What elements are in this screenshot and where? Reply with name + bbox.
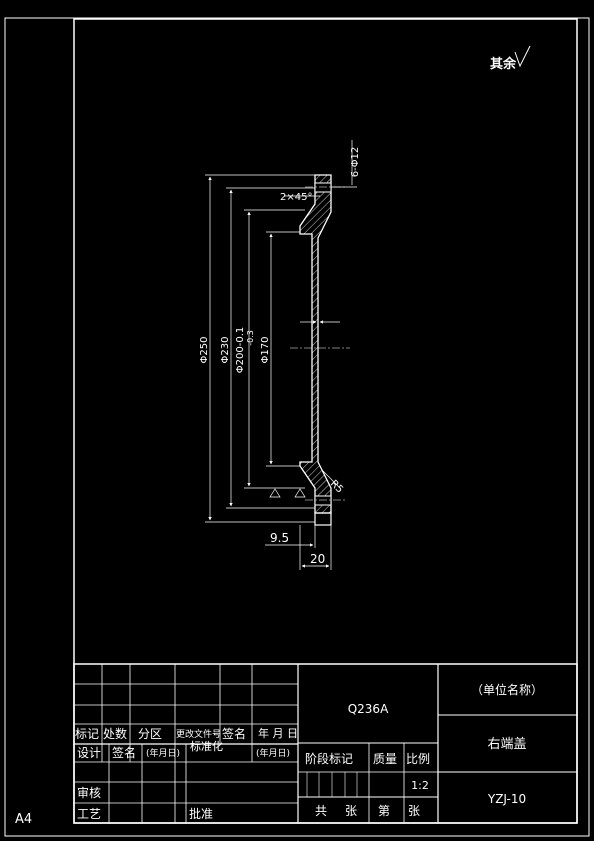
label-biaozhunhua: 标准化	[190, 739, 223, 753]
bolt-hole-bottom	[314, 495, 332, 506]
dim-d230: Φ230	[220, 337, 231, 364]
dim-d170: Φ170	[260, 337, 271, 364]
label-nianyueri2: (年月日)	[146, 747, 180, 759]
inner-border	[73, 18, 578, 824]
dim-chamfer: 2×45°	[280, 192, 312, 203]
part-view	[205, 140, 357, 570]
dim-w95: 9.5	[270, 531, 289, 545]
label-zhang2: 张	[408, 804, 420, 818]
label-jieduan: 阶段标记	[305, 751, 353, 766]
section-hatch	[299, 174, 332, 514]
label-sheji: 设计	[77, 746, 101, 760]
label-gongyi: 工艺	[77, 807, 101, 821]
material-text: Q236A	[348, 702, 389, 716]
roughness-symbol-icon	[514, 45, 531, 68]
outer-border	[4, 17, 590, 837]
label-fenqu: 分区	[138, 727, 162, 741]
label-zhang: 张	[345, 804, 357, 818]
bolt-hole-top	[314, 182, 332, 193]
label-qianming2: 签名	[112, 745, 136, 760]
flange-bottom	[314, 512, 332, 526]
label-pizhun: 批准	[189, 806, 213, 821]
part-name-text: 右端盖	[487, 737, 526, 752]
label-gong: 共	[315, 804, 327, 818]
label-bili: 比例	[406, 752, 430, 766]
label-nianyueri3: (年月日)	[256, 747, 290, 759]
label-gengai: 更改文件号	[176, 728, 221, 740]
company-text: （单位名称）	[471, 682, 543, 697]
label-shenhe: 审核	[77, 785, 101, 800]
drawing-number-text: YZJ-10	[487, 792, 526, 806]
roughness-mark-icon	[294, 488, 306, 498]
dim-bolt-holes: 6-Φ12	[350, 147, 361, 178]
label-nianyueri: 年 月 日	[258, 726, 298, 740]
label-chushu: 处数	[103, 726, 127, 741]
scale-value-text: 1:2	[411, 779, 429, 792]
dim-w20: 20	[310, 552, 325, 566]
roughness-note: 其余	[490, 56, 517, 72]
dim-d200-tol: -0.3	[246, 330, 255, 346]
label-qianming: 签名	[222, 726, 246, 741]
dim-d200: Φ200-0.1	[235, 327, 246, 373]
label-zhiliang: 质量	[373, 752, 397, 766]
label-di: 第	[378, 804, 390, 818]
dim-d250: Φ250	[199, 337, 210, 364]
sheet-size-label: A4	[15, 812, 32, 827]
label-biaoji: 标记	[75, 727, 99, 741]
title-block	[73, 663, 578, 824]
roughness-mark-icon	[269, 488, 281, 498]
